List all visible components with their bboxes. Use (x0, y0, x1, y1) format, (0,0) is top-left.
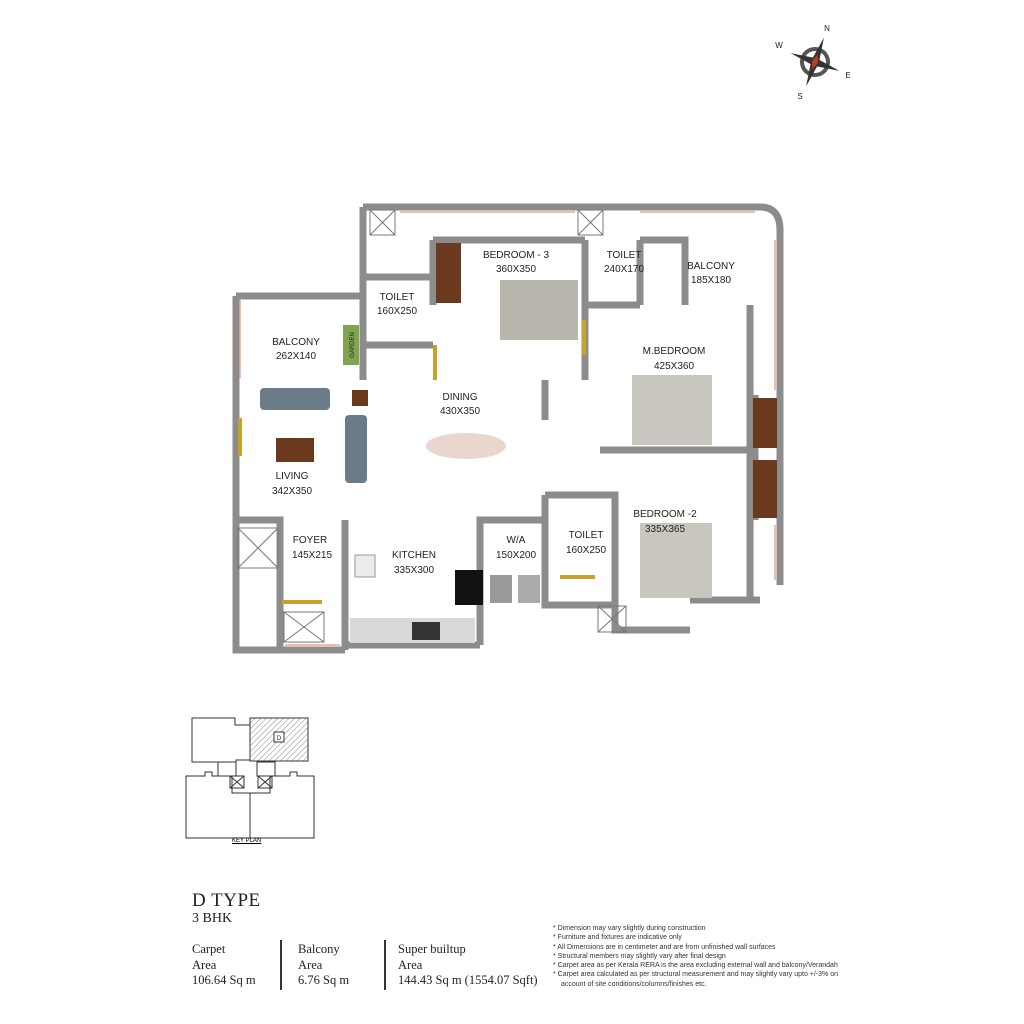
compass-s: S (797, 92, 802, 101)
super-builtup-area: Super builtup Area 144.43 Sq m (1554.07 … (398, 942, 538, 989)
note: * Furniture and fixtures are indicative … (553, 934, 682, 942)
shaft-icons (237, 209, 627, 643)
carpet-area-label-2: Area (192, 957, 217, 972)
super-builtup-label: Super builtup (398, 942, 466, 956)
key-plan-label: KEY PLAN (232, 838, 262, 844)
room-label-living: LIVING (276, 471, 309, 482)
room-size-balcony-right: 185X180 (691, 275, 731, 286)
disclaimer-notes: * Dimension may vary slightly during con… (553, 924, 838, 989)
divider (280, 940, 282, 990)
balcony-area: Balcony Area 6.76 Sq m (298, 942, 349, 989)
unit-type-title: D TYPE (192, 890, 261, 911)
sofa-icon (260, 388, 330, 410)
room-label-balcony-left: BALCONY (272, 337, 320, 348)
room-label-kitchen: KITCHEN (392, 550, 436, 561)
key-plan (185, 717, 315, 839)
room-label-garden: GARDEN (350, 332, 356, 358)
doors (238, 320, 595, 604)
room-label-wa: W/A (507, 535, 526, 546)
bed-icon (500, 280, 578, 340)
washer-icon (518, 575, 540, 603)
room-label-balcony-right: BALCONY (687, 261, 735, 272)
room-size-dining: 430X350 (440, 406, 480, 417)
room-label-dining: DINING (443, 392, 478, 403)
wardrobes (276, 243, 777, 518)
room-label-foyer: FOYER (293, 535, 327, 546)
room-label-bedroom2: BEDROOM -2 (633, 509, 697, 520)
note: * Structural members may slightly vary a… (553, 952, 726, 960)
super-builtup-label-2: Area (398, 957, 423, 972)
sink-icon (412, 622, 440, 640)
note: account of site conditions/columns/finis… (561, 980, 707, 988)
unit-config: 3 BHK (192, 911, 233, 926)
carpet-area-label: Carpet (192, 942, 226, 956)
room-label-toilet-top: TOILET (607, 250, 642, 261)
note: * Carpet area calculated as per structur… (553, 971, 839, 979)
room-size-kitchen: 335X300 (394, 565, 434, 576)
compass-w: W (775, 41, 783, 50)
room-size-bedroom2: 335X365 (645, 524, 685, 535)
compass-e: E (845, 71, 850, 80)
furniture (260, 280, 712, 643)
room-size-toilet-left: 160X250 (377, 306, 417, 317)
key-plan-unit-marker: D (277, 736, 282, 742)
windows (239, 211, 776, 646)
balcony-area-label: Balcony (298, 942, 340, 956)
balcony-area-label-2: Area (298, 957, 323, 972)
carpet-area-value: 106.64 Sq m (192, 973, 256, 987)
compass-n: N (824, 24, 830, 33)
room-label-toilet-bottom: TOILET (569, 530, 604, 541)
room-size-balcony-left: 262X140 (276, 351, 316, 362)
room-size-living: 342X350 (272, 486, 312, 497)
room-size-toilet-bottom: 160X250 (566, 545, 606, 556)
stove-icon (455, 570, 483, 605)
compass-icon (790, 37, 840, 87)
washer-icon (490, 575, 512, 603)
room-labels: BEDROOM - 3 360X350 TOILET 240X170 BALCO… (272, 250, 735, 576)
room-size-master-bedroom: 425X360 (654, 361, 694, 372)
room-label-master-bedroom: M.BEDROOM (643, 346, 706, 357)
balcony-area-value: 6.76 Sq m (298, 973, 350, 987)
room-size-foyer: 145X215 (292, 550, 332, 561)
divider (384, 940, 386, 990)
room-size-wa: 150X200 (496, 550, 536, 561)
room-label-toilet-left: TOILET (380, 292, 415, 303)
super-builtup-value: 144.43 Sq m (1554.07 Sqft) (398, 973, 538, 987)
garden-planter (343, 325, 359, 365)
dining-table-icon (426, 433, 506, 459)
room-size-bedroom3: 360X350 (496, 264, 536, 275)
note: * Carpet area as per Kerala RERA is the … (553, 962, 838, 970)
sofa-icon (345, 415, 367, 483)
note: * All Dimensions are in centimeter and a… (553, 943, 776, 951)
room-size-toilet-top: 240X170 (604, 264, 644, 275)
bed-icon (640, 523, 712, 598)
carpet-area: Carpet Area 106.64 Sq m (192, 942, 256, 989)
room-label-bedroom3: BEDROOM - 3 (483, 250, 550, 261)
bed-icon (632, 375, 712, 445)
note: * Dimension may vary slightly during con… (553, 925, 706, 932)
